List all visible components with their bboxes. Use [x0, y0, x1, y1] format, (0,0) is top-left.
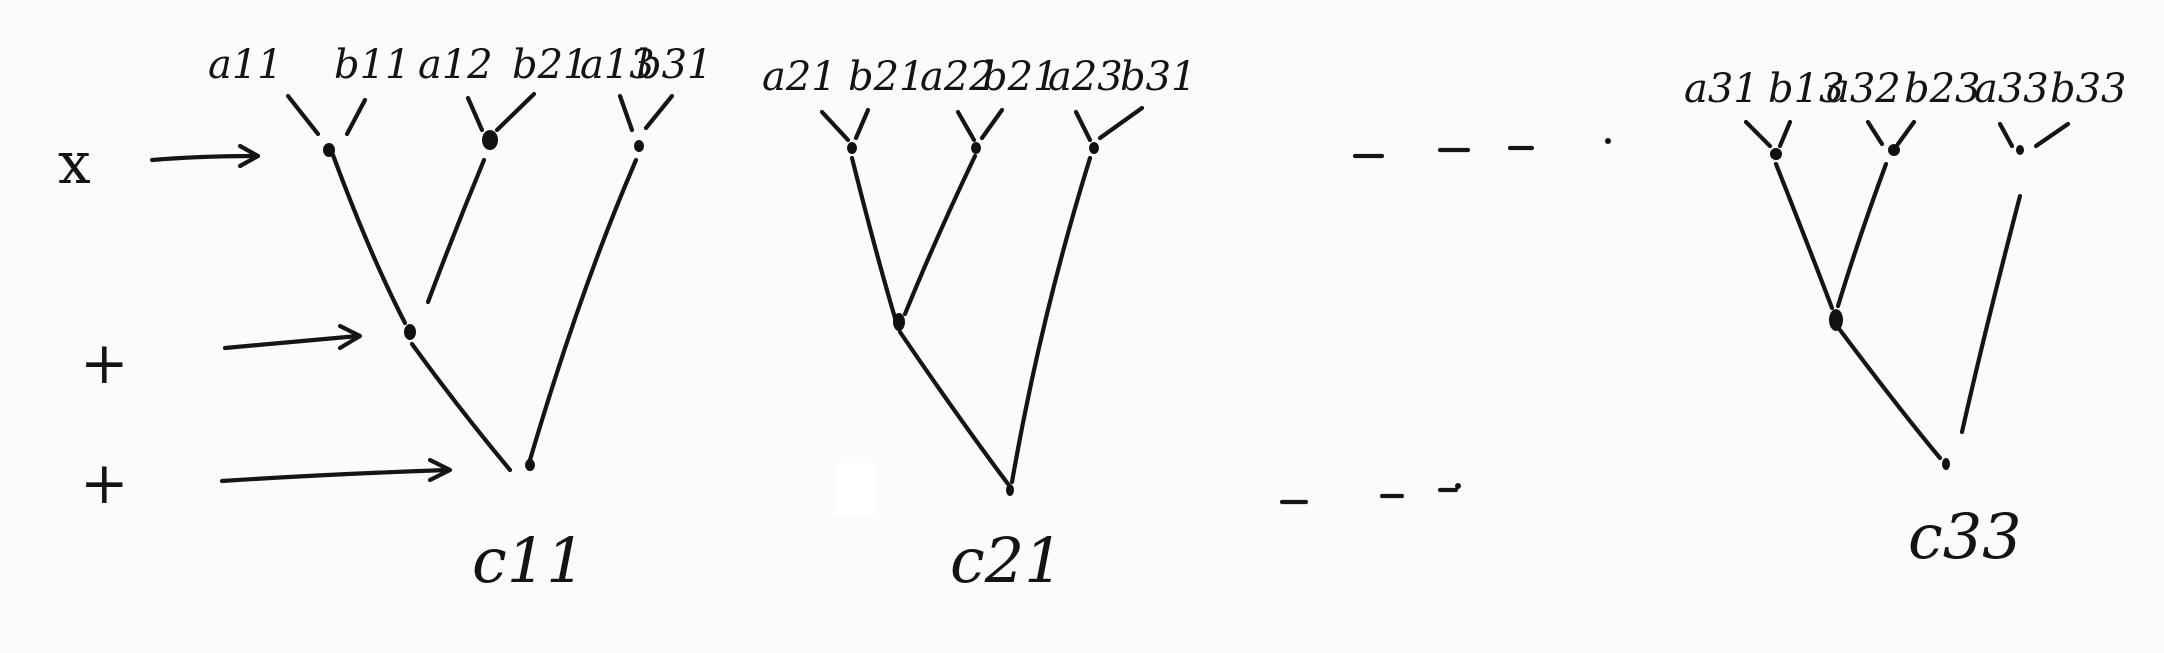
multiply-node [847, 142, 857, 154]
leaf-label: a31 [1684, 66, 1759, 112]
multiply-node [1770, 148, 1782, 160]
add-node [525, 459, 535, 471]
add-node [1006, 484, 1014, 496]
arrowhead-add-1 [337, 323, 363, 351]
arrow-add-2 [219, 467, 451, 484]
multiply-node [634, 140, 644, 152]
tree-c11: a11 b11 a12 b21 a13 b31 c11 [208, 42, 713, 597]
leaf-labels: a31 b13 a32 b23 a33 b33 [1684, 66, 2127, 112]
leaf-label: a11 [208, 42, 283, 88]
result-label-c11: c11 [472, 524, 586, 597]
result-label-c21: c21 [950, 524, 1064, 597]
multiply-node [971, 142, 981, 154]
add-node [404, 324, 416, 340]
ellipsis-marks [1279, 138, 1611, 505]
leaf-label: b31 [1120, 54, 1197, 100]
operation-nodes [1770, 144, 2024, 470]
multiply-node [2016, 145, 2024, 155]
leaf-label: a12 [418, 42, 493, 88]
leaf-label: b21 [982, 54, 1059, 100]
leaf-label: b31 [636, 42, 713, 88]
leaf-labels: a11 b11 a12 b21 a13 b31 [208, 42, 713, 88]
add-node [893, 313, 905, 331]
leaf-label: a22 [920, 54, 995, 100]
row-label-multiply: x [58, 129, 91, 197]
arrowhead-add-2 [427, 457, 453, 483]
multiply-node [1089, 142, 1099, 154]
multiply-node [323, 143, 335, 157]
leaf-label: b21 [512, 42, 589, 88]
tree-edges [1743, 119, 2071, 461]
add-node [1942, 458, 1950, 470]
leaf-label: a32 [1826, 66, 1901, 112]
leaf-label: a21 [762, 54, 837, 100]
leaf-label: a33 [1974, 66, 2049, 112]
operation-nodes [323, 130, 644, 471]
tree-c21: a21 b21 a22 b21 a23 b31 c21 [762, 54, 1197, 597]
row-label-add-1: + [80, 329, 129, 397]
arrow-add-1 [222, 333, 361, 351]
operation-nodes [847, 142, 1099, 496]
result-label-c33: c33 [1908, 500, 2022, 573]
blank-square [835, 463, 875, 516]
leaf-label: b11 [334, 42, 411, 88]
arrowhead-multiply [237, 143, 261, 169]
leaf-label: b13 [1768, 66, 1845, 112]
tree-c33: a31 b13 a32 b23 a33 b33 c33 [1684, 66, 2127, 573]
leaf-label: b23 [1904, 66, 1981, 112]
add-node [1829, 309, 1843, 331]
arrow-multiply [149, 153, 258, 163]
tree-edges [285, 91, 675, 473]
leaf-label: b21 [848, 54, 925, 100]
leaf-label: a23 [1048, 54, 1123, 100]
row-label-add-2: + [80, 449, 129, 517]
multiply-node [1888, 144, 1900, 156]
multiply-node [482, 130, 498, 150]
tree-edges [819, 105, 1145, 487]
leaf-label: b33 [2050, 66, 2127, 112]
leaf-label: a13 [580, 42, 655, 88]
row-labels: x + + [58, 129, 453, 517]
leaf-labels: a21 b21 a22 b21 a23 b31 [762, 54, 1197, 100]
